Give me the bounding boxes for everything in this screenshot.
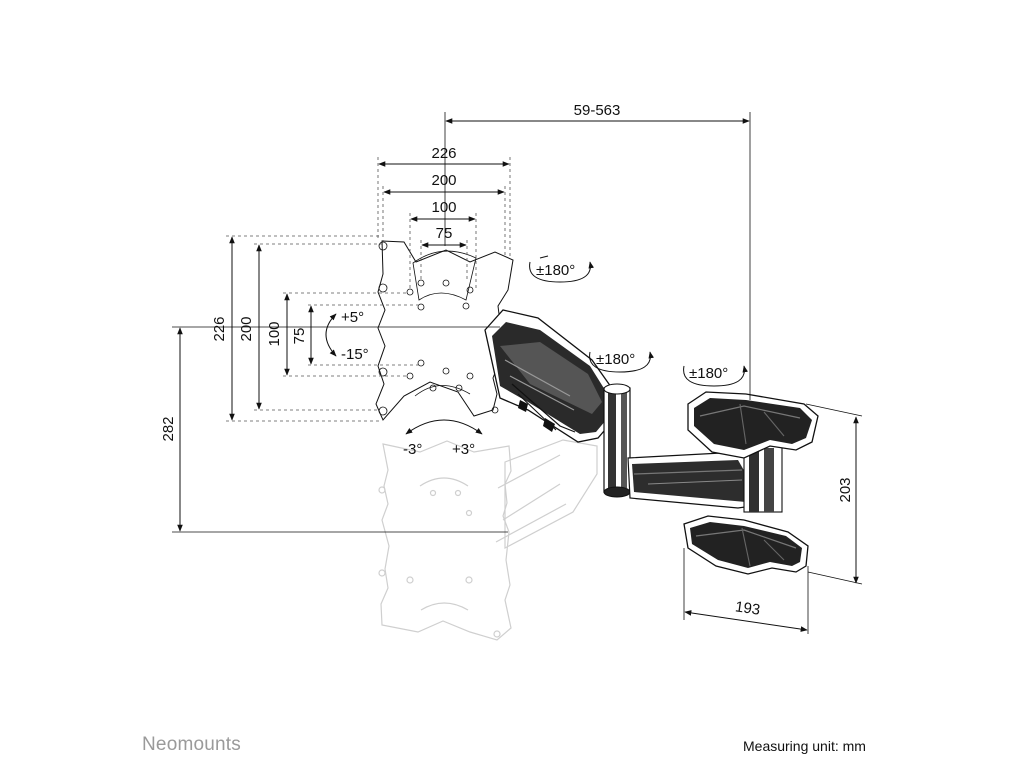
rotation-wall-label: ±180° — [689, 365, 728, 382]
rotation-head-label: ±180° — [536, 262, 575, 279]
tilt-up-label: +5° — [341, 309, 364, 326]
dimension-plate-width: 226 — [377, 145, 511, 258]
dimension-reach: 59-563 — [444, 102, 751, 400]
dimension-vesa-200-height-label: 200 — [238, 316, 255, 341]
brand-logo: Neomounts — [142, 734, 241, 755]
rotation-arm-indicator: ±180° — [589, 351, 654, 373]
dimension-vesa-100-width-label: 100 — [431, 199, 456, 216]
dimension-vesa-200-width-label: 200 — [431, 172, 456, 189]
dimension-vesa-100-width: 100 — [409, 199, 477, 290]
level-right-label: +3° — [452, 441, 475, 458]
rotation-head-indicator: ±180° — [529, 255, 594, 283]
dimension-vesa-200-width: 200 — [382, 172, 506, 258]
tilt-indicator: +5° -15° — [325, 309, 369, 363]
dimension-wall-plate-height-label: 203 — [837, 477, 854, 502]
tilt-down-label: -15° — [341, 346, 369, 363]
dimension-total-height: 282 — [160, 326, 508, 533]
dimension-vesa-75-width-label: 75 — [436, 225, 453, 242]
tv-bracket-plate — [375, 240, 514, 421]
level-left-label: -3° — [403, 441, 422, 458]
dimension-wall-plate-depth-label: 193 — [734, 598, 761, 618]
dimension-vesa-75-height-label: 75 — [291, 328, 308, 345]
level-indicator: -3° +3° — [403, 419, 483, 458]
front-arm — [484, 309, 617, 443]
dimension-vesa-100-height: 100 — [266, 292, 408, 377]
dimension-total-height-label: 282 — [160, 416, 177, 441]
dimension-vesa-75-height: 75 — [291, 304, 420, 366]
dimension-plate-height-label: 226 — [211, 316, 228, 341]
dimension-wall-plate-depth: 193 — [683, 548, 809, 634]
dimension-plate-width-label: 226 — [431, 145, 456, 162]
dimension-vesa-100-height-label: 100 — [266, 321, 283, 346]
dimension-vesa-75-width: 75 — [420, 225, 468, 282]
rotation-wall-indicator: ±180° — [683, 365, 748, 387]
pivot-column — [603, 383, 631, 498]
rotation-arm-label: ±180° — [596, 351, 635, 368]
dimension-reach-label: 59-563 — [574, 102, 621, 119]
rear-arm — [627, 445, 783, 513]
dimension-plate-height: 226 — [211, 235, 380, 422]
measuring-unit-note: Measuring unit: mm — [743, 738, 866, 754]
wall-plate — [683, 391, 819, 575]
dimension-wall-plate-height: 203 — [805, 403, 863, 585]
ghost-mount-outline — [378, 439, 598, 641]
